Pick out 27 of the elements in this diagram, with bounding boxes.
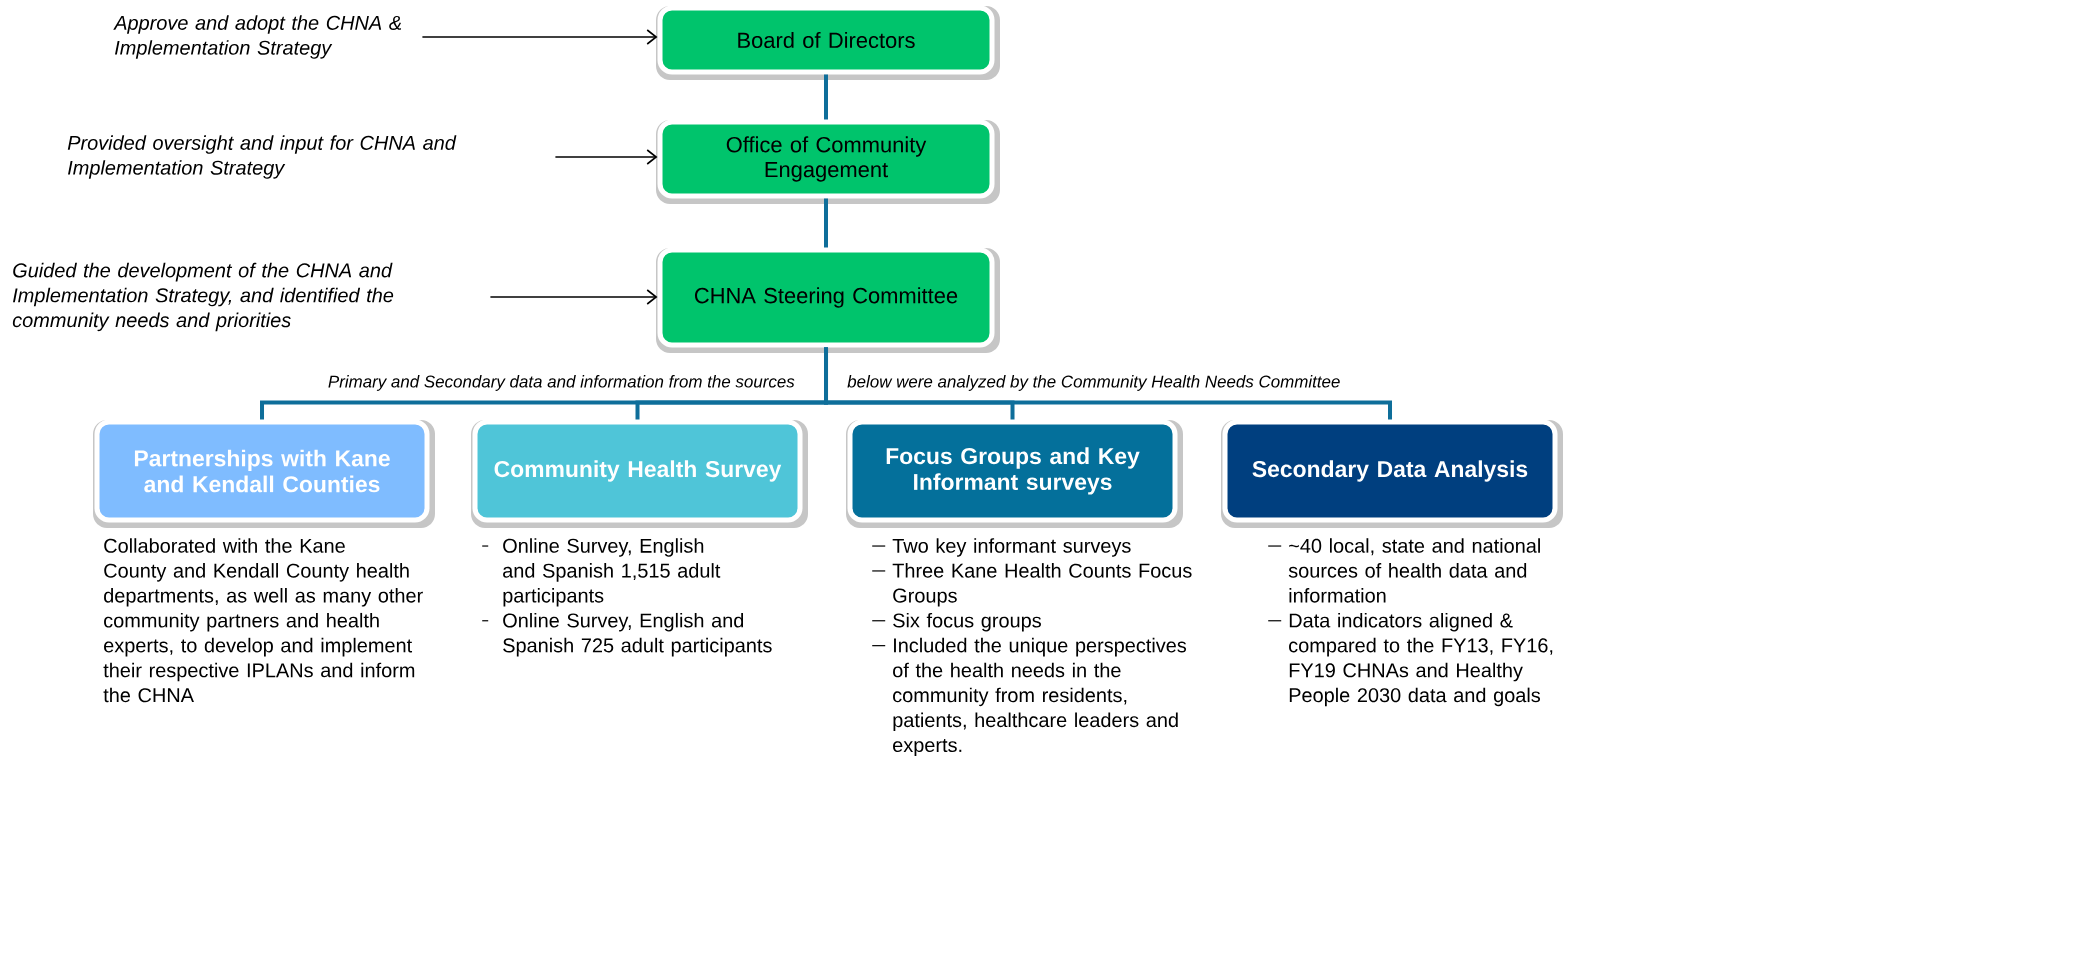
description-text: Collaborated with the Kane County and Kendall County health departments, as well as many other community partners and health experts, to develop and implement their respective IPLANs and inform the CHNA xyxy=(103,538,423,703)
org-box: CHNA Steering Committee xyxy=(656,247,1000,353)
list-item: Six focus groups xyxy=(871,612,1041,632)
org-box: Board of Directors xyxy=(656,5,1000,80)
arrow xyxy=(554,149,658,165)
note-text: Approve and adopt the CHNA & Implementation Strategy xyxy=(113,15,402,59)
list-item: ~40 local, state and national sources of health data and information xyxy=(1267,538,1540,603)
arrow xyxy=(421,29,658,45)
list-item: Included the unique perspectives of the health needs in the community from residents, patients, healthcare leaders and experts. xyxy=(871,637,1187,757)
banner-text: Primary and Secondary data and information from the sources xyxy=(325,373,797,393)
source-box: Partnerships with Kane and Kendall Counties xyxy=(93,419,435,528)
banner-text: below were analyzed by the Community Health Needs Committee xyxy=(845,373,1343,393)
source-box: Community Health Survey xyxy=(471,419,808,528)
list-item: Online Survey, English and Spanish 1,515 adult participants xyxy=(481,538,721,607)
source-box: Secondary Data Analysis xyxy=(1221,419,1563,528)
arrow xyxy=(489,289,658,305)
source-box: Focus Groups and Key Informant surveys xyxy=(846,419,1183,528)
connector-line xyxy=(824,198,828,248)
list-item: Two key informant surveys xyxy=(871,538,1131,557)
connector-line xyxy=(824,347,1392,420)
list-item: Data indicators aligned & compared to the FY13, FY16, FY19 CHNAs and Healthy People 2030 data and goals xyxy=(1267,612,1553,707)
list-item: Three Kane Health Counts Focus Groups xyxy=(871,563,1192,607)
list-item: Online Survey, English and Spanish 725 adult participants xyxy=(481,612,772,657)
note-text: Guided the development of the CHNA and Implementation Strategy, and identified the community needs and priorities xyxy=(12,262,394,332)
org-box: Office of Community Engagement xyxy=(656,119,1000,204)
connector-line xyxy=(824,74,828,120)
note-text: Provided oversight and input for CHNA and Implementation Strategy xyxy=(67,135,457,179)
